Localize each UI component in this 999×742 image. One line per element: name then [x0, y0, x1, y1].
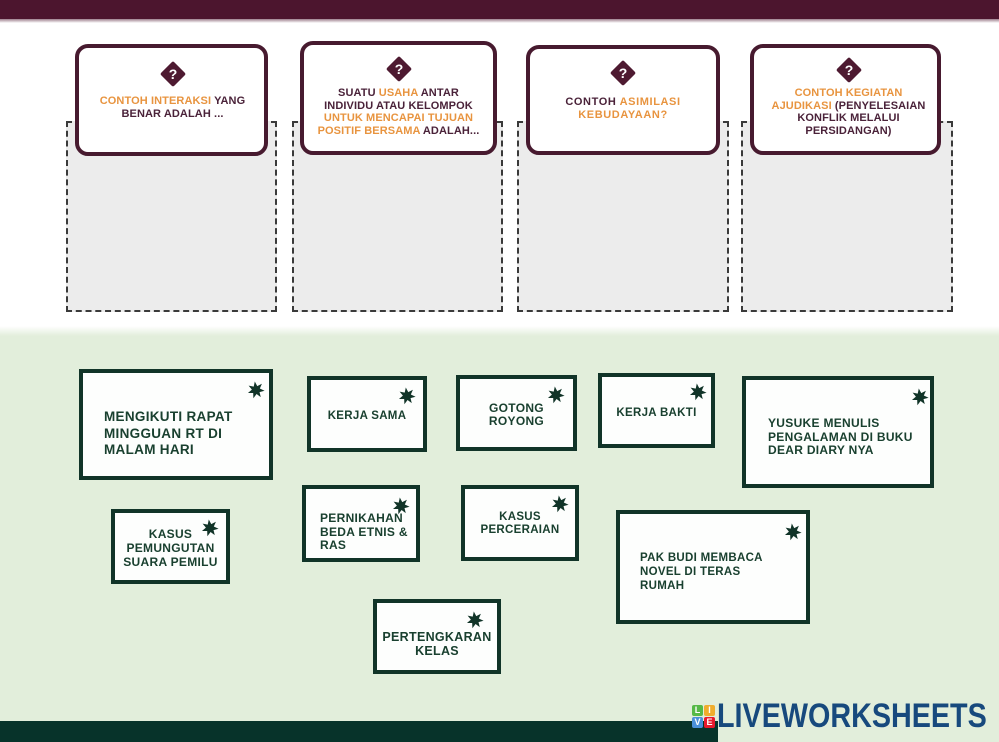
svg-text:?: ? [168, 66, 177, 82]
svg-text:?: ? [619, 65, 628, 81]
svg-text:?: ? [844, 62, 853, 78]
svg-text:?: ? [394, 61, 403, 77]
